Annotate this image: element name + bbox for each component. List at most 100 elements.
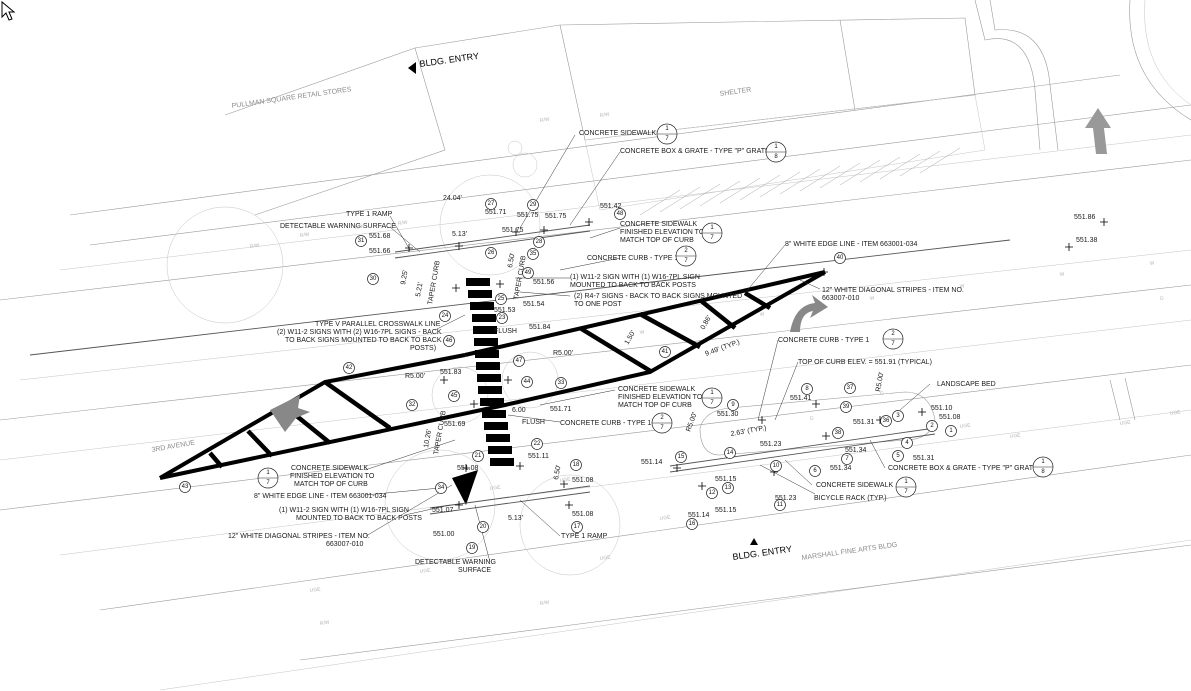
bldg-entry-bottom-label: BLDG. ENTRY	[732, 544, 793, 562]
callout-number: 30	[370, 276, 377, 282]
callout-bubble: 14	[724, 447, 736, 459]
callout-number: 14	[727, 450, 734, 456]
callout-number: 3	[896, 413, 900, 419]
dim-1-50: 1.50'	[624, 330, 638, 346]
callout-bubble: 15	[675, 451, 687, 463]
callout-bubble: 39	[840, 401, 852, 413]
detail-sheet: 7	[665, 136, 669, 142]
detail-reference: 27	[882, 328, 904, 350]
turn-arrow-left-icon	[270, 395, 310, 432]
callout-circle	[832, 427, 844, 439]
callout-number: 29	[530, 202, 537, 208]
concrete-sidewalk-right-label: CONCRETE SIDEWALK	[816, 482, 893, 489]
callout-number: 10	[773, 463, 780, 469]
callout-circle	[571, 521, 583, 533]
sign-r47-line1: (2) R4-7 SIGNS - BACK TO BACK SIGNS MOUN…	[574, 293, 742, 300]
detail-sheet: 8	[774, 154, 778, 160]
callout-number: 9	[731, 402, 735, 408]
callout-bubble: 43	[179, 481, 191, 493]
flush-bottom-label: FLUSH	[522, 419, 545, 426]
callout-bubble: 4	[901, 437, 913, 449]
white-edge-top-label: 8" WHITE EDGE LINE - ITEM 663001-034	[785, 241, 918, 248]
callout-number: 11	[777, 502, 784, 508]
callout-bubble: 46	[443, 335, 455, 347]
callout-number: 19	[469, 545, 476, 551]
elevation: 551.08	[572, 477, 594, 484]
callout-circle	[570, 459, 582, 471]
callout-circle	[533, 236, 545, 248]
dim-5-13-top: 5.13'	[452, 231, 467, 238]
callout-number: 47	[516, 358, 523, 364]
box-grate-right-label: CONCRETE BOX & GRATE - TYPE "P" GRATE	[888, 465, 1038, 472]
dim-5-13-bot: 5.13'	[508, 515, 523, 522]
utility-label: G	[1159, 295, 1164, 301]
callout-bubble: 9	[727, 399, 739, 411]
callout-number: 48	[617, 211, 624, 217]
detail-reference: 18	[765, 141, 787, 163]
crosswalk-line-label: TYPE V PARALLEL CROSSWALK LINE	[315, 321, 441, 328]
callout-circle	[406, 399, 418, 411]
utility-label: R/W	[539, 117, 550, 124]
flush-top-label: FLUSH	[494, 328, 517, 335]
elevation: 551.14	[641, 459, 663, 466]
dim-r5-00-c: R5.00'	[685, 411, 698, 432]
callout-number: 37	[847, 385, 854, 391]
callout-bubbles: 1234567891011121314151617181920212223242…	[179, 198, 957, 554]
utility-label: G	[809, 415, 814, 421]
elevation: 551.10	[931, 405, 953, 412]
elevation: 551.23	[760, 441, 782, 448]
callout-bubble: 10	[770, 460, 782, 472]
callout-circle	[926, 420, 938, 432]
callout-number: 39	[843, 404, 850, 410]
callout-number: 12	[709, 490, 716, 496]
callout-number: 33	[558, 380, 565, 386]
callout-circle	[727, 399, 739, 411]
detectable-warning-top-label: DETECTABLE WARNING SURFACE	[280, 223, 396, 230]
dim-5-21: 5.21'	[415, 281, 424, 297]
callout-number: 6	[813, 468, 817, 474]
callout-number: 38	[835, 430, 842, 436]
diag-stripes-left-line1: 12" WHITE DIAGONAL STRIPES - ITEM NO.	[228, 533, 370, 540]
hatched-area	[639, 147, 961, 216]
callout-circle	[892, 450, 904, 462]
dim-6-50-top: 6.50'	[507, 252, 516, 268]
callout-number: 45	[451, 393, 458, 399]
landscape-bed-label: LANDSCAPE BED	[937, 381, 996, 388]
callout-bubble: 26	[485, 247, 497, 259]
callout-number: 31	[358, 238, 365, 244]
callout-number: 17	[574, 524, 581, 530]
callout-number: 26	[488, 250, 495, 256]
crosswalk-signs-line3: POSTS)	[410, 345, 436, 352]
callout-circle	[472, 450, 484, 462]
callout-circle	[448, 390, 460, 402]
callout-circle	[485, 247, 497, 259]
callout-circle	[880, 415, 892, 427]
callout-circle	[722, 482, 734, 494]
utility-label: R/W	[397, 220, 408, 227]
callout-bubble: 33	[555, 377, 567, 389]
callout-circle	[801, 383, 813, 395]
pavement-markings	[158, 224, 936, 515]
elevation: 551.69	[444, 421, 466, 428]
callout-number: 16	[689, 521, 696, 527]
elevation: 551.54	[523, 301, 545, 308]
callout-bubble: 6	[809, 465, 821, 477]
dim-6-50-bot: 6.50'	[553, 464, 562, 480]
utility-label: UGE	[599, 554, 611, 562]
callout-bubble: 2	[926, 420, 938, 432]
detail-number: 2	[660, 415, 664, 421]
callout-number: 44	[524, 379, 531, 385]
callout-circle	[435, 482, 447, 494]
elevation: 551.75	[517, 212, 539, 219]
utility-label: UGE	[959, 422, 971, 430]
dim-9-25: 9.25'	[400, 269, 409, 285]
elevation: 551.11	[528, 453, 549, 460]
detail-reference: 17	[701, 387, 723, 409]
sidewalk-finished-mid-line2: FINISHED ELEVATION TO	[618, 394, 703, 401]
elevation: 551.75	[502, 227, 524, 234]
diag-stripes-right-line1: 12" WHITE DIAGONAL STRIPES - ITEM NO.	[822, 287, 964, 294]
detail-sheet: 7	[710, 235, 714, 241]
callout-circle	[614, 208, 626, 220]
callout-circle	[496, 312, 508, 324]
